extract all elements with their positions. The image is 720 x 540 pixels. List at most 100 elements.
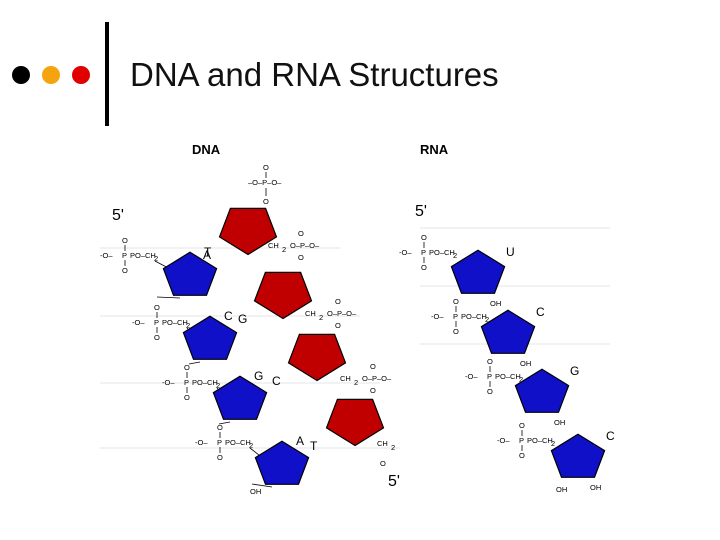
oh-label: OH (250, 487, 261, 496)
oxygen-label: O (217, 423, 223, 432)
po-ch2-label: PO–CH (225, 438, 251, 447)
deoxyribose-blue-3 (212, 375, 268, 420)
phosphate-label: O–P–O– (290, 241, 320, 250)
subscript-label: 2 (186, 321, 190, 330)
oh-label: OH (490, 299, 501, 308)
oh-label: OH (554, 418, 565, 427)
oxygen-label: O (154, 303, 160, 312)
deoxyribose-red-2 (253, 271, 313, 320)
o-minus-label: -O– (497, 436, 510, 445)
subscript-label: 2 (319, 313, 323, 322)
oxygen-label: O (184, 393, 190, 402)
base-label-left-3: G (254, 369, 263, 383)
po-ch2-label: PO–CH (527, 436, 553, 445)
po-ch2-label: PO–CH (130, 251, 156, 260)
rna-heading: RNA (420, 142, 449, 157)
phosphate-label: O–P–O– (327, 309, 357, 318)
subscript-label: 2 (282, 245, 286, 254)
deoxyribose-blue-1 (162, 251, 218, 296)
subscript-label: 2 (154, 254, 158, 263)
base-label-rna-3: G (570, 364, 579, 378)
bond-line (188, 361, 201, 365)
oxygen-label: O (453, 327, 459, 336)
phosphorus-label: P (184, 378, 189, 387)
po-ch2-label: PO–CH (192, 378, 218, 387)
o-minus-label: -O– (162, 378, 175, 387)
base-label-rna-4: C (606, 429, 615, 443)
dna-heading: DNA (192, 142, 221, 157)
bond-line (251, 483, 273, 488)
phosphorus-label: P (519, 436, 524, 445)
po-ch2-label: PO–CH (495, 372, 521, 381)
ribose-blue-3 (514, 368, 570, 413)
phosphorus-label: P (217, 438, 222, 447)
oxygen-label: O (298, 253, 304, 262)
subscript-label: 2 (216, 381, 220, 390)
subscript-label: 2 (485, 315, 489, 324)
oxygen-label: O (370, 362, 376, 371)
rna-five-prime: 5' (415, 203, 427, 220)
oxygen-label: O (154, 333, 160, 342)
ch2-label: CH (305, 309, 316, 318)
base-label-left-4: A (296, 434, 304, 448)
oxygen-label: O (335, 297, 341, 306)
base-label-right-1: A (203, 248, 211, 262)
base-label-right-3: C (272, 374, 281, 388)
subscript-label: 2 (354, 378, 358, 387)
phosphorus-label: P (122, 251, 127, 260)
deoxyribose-blue-2 (182, 315, 238, 360)
top-phosphate-label: –O–P–O– (248, 178, 282, 187)
oxygen-label: O (421, 233, 427, 242)
oxygen-label: O (335, 321, 341, 330)
base-label-rna-1: U (506, 245, 515, 259)
oxygen-label: O (487, 357, 493, 366)
deoxyribose-blue-4 (254, 440, 310, 485)
base-label-left-2: C (224, 309, 233, 323)
oxygen-label: O (263, 197, 269, 206)
oxygen-label: O (487, 387, 493, 396)
oh-label: OH (556, 485, 567, 494)
phosphate-label: O–P–O– (362, 374, 392, 383)
title-divider (105, 22, 109, 126)
po-ch2-label: PO–CH (429, 248, 455, 257)
bullet-dot-red (72, 66, 90, 84)
subscript-label: 2 (519, 375, 523, 384)
ch2-label: CH (377, 439, 388, 448)
phosphorus-label: P (487, 372, 492, 381)
ch2-label: CH (340, 374, 351, 383)
oxygen-label: O (298, 229, 304, 238)
oxygen-label: O (217, 453, 223, 462)
o-minus-label: -O– (465, 372, 478, 381)
oxygen-label: O (421, 263, 427, 272)
subscript-label: 2 (453, 251, 457, 260)
dna-five-prime-left: 5' (112, 207, 124, 224)
o-minus-label: -O– (431, 312, 444, 321)
oxygen-label: O (380, 459, 386, 468)
base-label-left-1: T (204, 245, 212, 259)
oxygen-label: O (370, 386, 376, 395)
oxygen-label: O (122, 266, 128, 275)
guide-lines (100, 227, 610, 449)
base-label-right-2: G (238, 312, 247, 326)
deoxyribose-red-3 (287, 333, 347, 382)
o-minus-label: -O– (100, 251, 113, 260)
bullet-dot-orange (42, 66, 60, 84)
oxygen-label: O (122, 236, 128, 245)
subscript-label: 2 (249, 441, 253, 450)
oh-label: OH (590, 483, 601, 492)
oxygen-label: O (184, 363, 190, 372)
phosphorus-label: P (154, 318, 159, 327)
base-label-right-4: T (310, 439, 318, 453)
oxygen-label: O (453, 297, 459, 306)
o-minus-label: -O– (132, 318, 145, 327)
po-ch2-label: PO–CH (162, 318, 188, 327)
ribose-blue-1 (450, 249, 506, 294)
deoxyribose-red-4 (325, 398, 385, 447)
po-ch2-label: PO–CH (461, 312, 487, 321)
ch2-label: CH (268, 241, 279, 250)
dna-five-prime-bottom: 5' (388, 473, 400, 490)
phosphorus-label: P (421, 248, 426, 257)
